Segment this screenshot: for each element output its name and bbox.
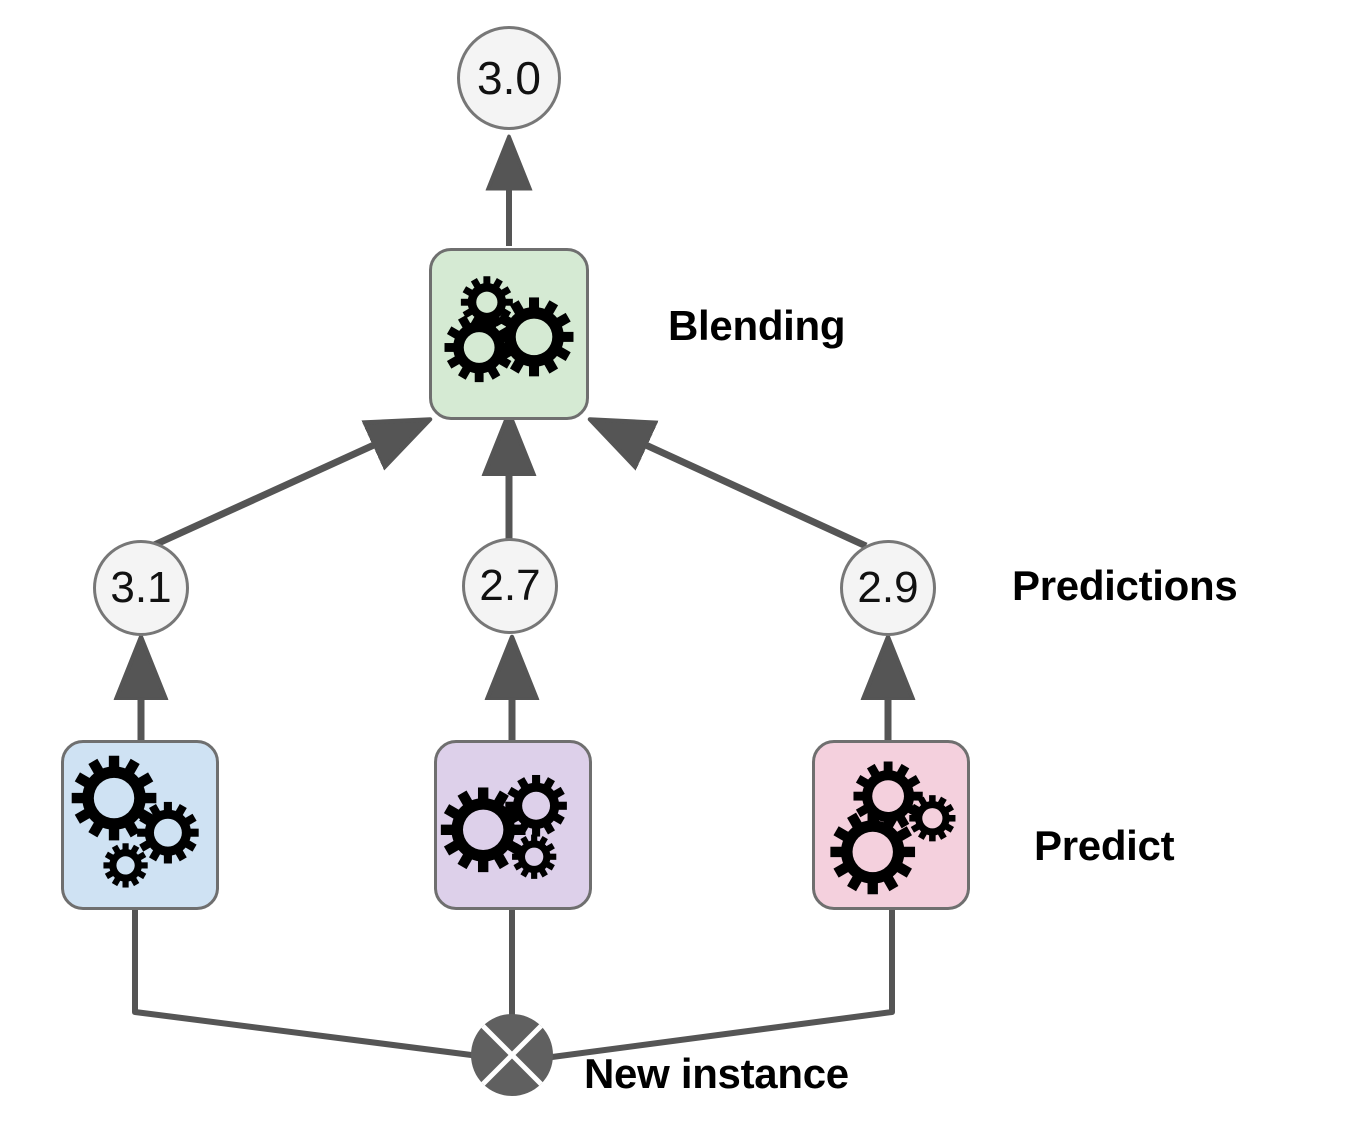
gears-icon: [440, 774, 567, 879]
new-instance-node[interactable]: [470, 1013, 554, 1097]
crossed-circle-icon: [471, 1014, 553, 1096]
final-prediction-value: 3.0: [477, 52, 541, 104]
label-predict: Predict: [1034, 822, 1175, 869]
edge-pred1-to-blending: [150, 424, 420, 550]
prediction-node-3[interactable]: 2.9: [840, 540, 936, 636]
label-predictions: Predictions: [1012, 562, 1238, 609]
edge-instance-to-box3: [551, 910, 895, 1060]
gears-icon: [71, 755, 199, 888]
predictor-box-2[interactable]: [434, 740, 592, 910]
edge-pred3-to-blending: [600, 424, 868, 550]
predictor-box-1[interactable]: [61, 740, 219, 910]
gears-icon: [444, 276, 574, 383]
gears-icon: [830, 761, 956, 895]
prediction-value-1: 3.1: [110, 563, 172, 612]
prediction-node-1[interactable]: 3.1: [93, 540, 189, 636]
blending-box[interactable]: [429, 248, 589, 420]
label-new-instance: New instance: [584, 1050, 849, 1097]
predictor-box-3[interactable]: [812, 740, 970, 910]
prediction-value-3: 2.9: [857, 563, 919, 612]
prediction-value-2: 2.7: [479, 561, 541, 610]
final-prediction-node[interactable]: 3.0: [457, 26, 561, 130]
edge-instance-to-box1: [132, 910, 488, 1060]
prediction-node-2[interactable]: 2.7: [462, 538, 558, 634]
label-blending: Blending: [668, 302, 846, 349]
